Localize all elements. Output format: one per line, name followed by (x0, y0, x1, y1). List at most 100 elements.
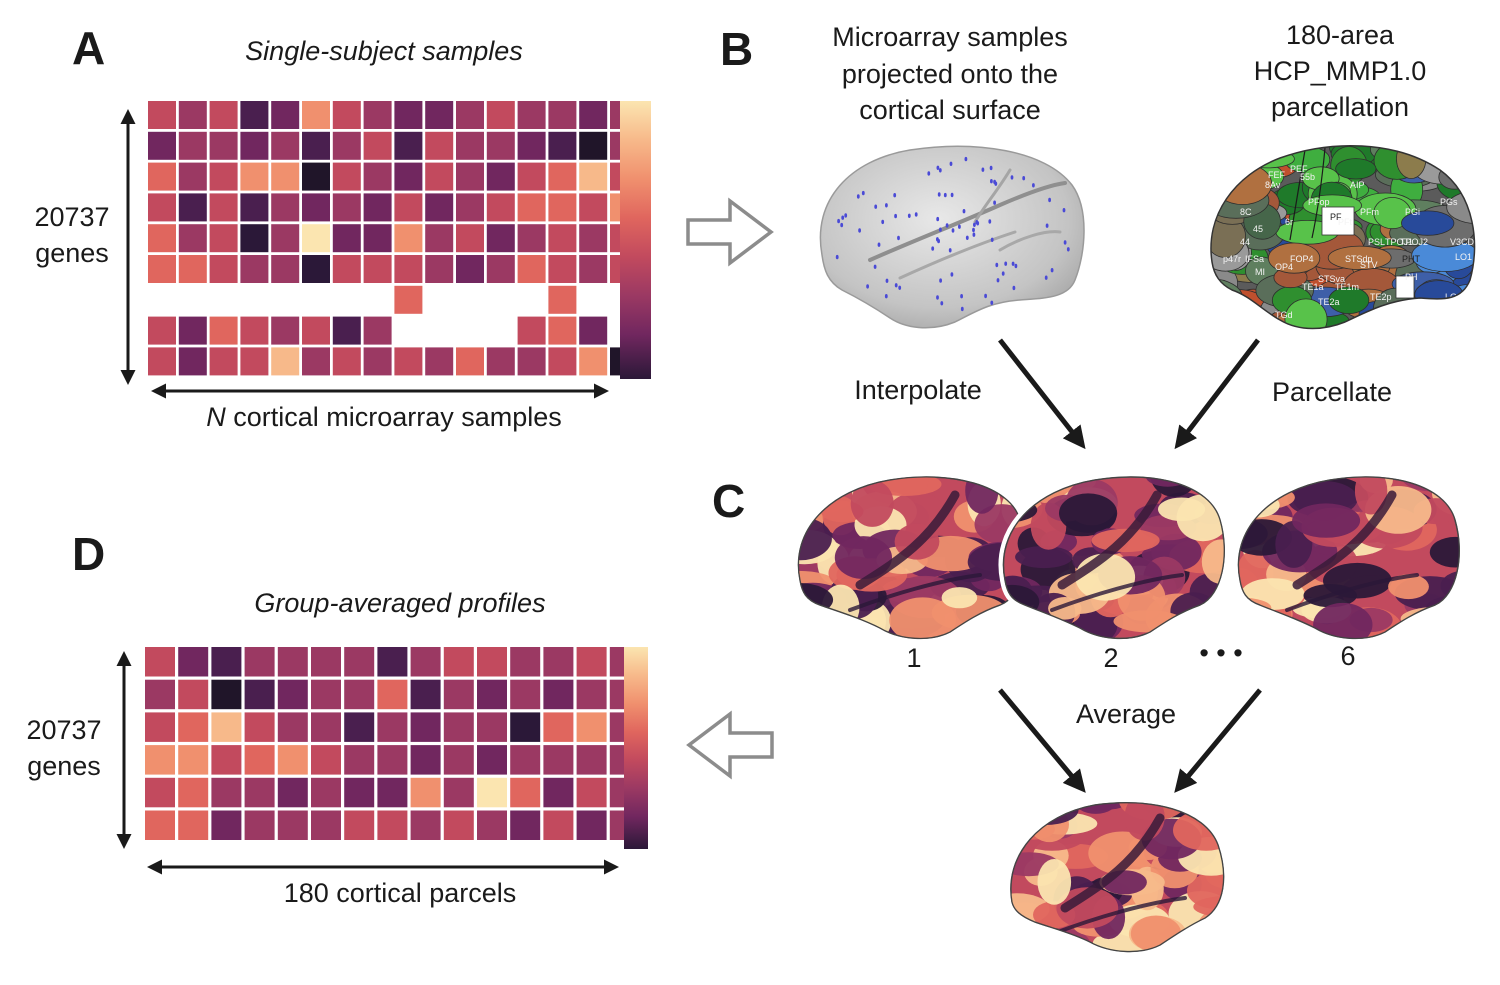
heatmap-a-cell (209, 193, 238, 222)
heatmap-a-cell (271, 162, 300, 191)
heatmap-d-cell (410, 679, 441, 710)
heatmap-d-cell (377, 647, 408, 677)
heatmap-a-cell (517, 131, 546, 160)
heatmap-a-cell (456, 101, 484, 129)
sulcus-line (1285, 573, 1419, 612)
parcel-patch (1361, 309, 1404, 329)
heatmap-a-cell (548, 162, 577, 191)
sample-dot (949, 161, 953, 166)
sample-dot (936, 295, 939, 300)
sample-dot (881, 219, 885, 225)
panel-d-ylabel-2: genes (27, 751, 101, 781)
sample-dot (993, 200, 996, 205)
heatmap-d-cell (576, 712, 607, 742)
heatmap-a-cell (579, 162, 608, 191)
sample-dot (960, 306, 964, 312)
heatmap-a-cell (394, 193, 423, 222)
parcel-name-label: 8C (1240, 207, 1252, 217)
parcel-name-label: STSva (1318, 274, 1345, 284)
heatmap-d-cell (477, 777, 507, 808)
heatmap-a-cell (548, 193, 577, 222)
heatmap-a-cell (579, 255, 608, 283)
panel-label-b: B (720, 23, 753, 75)
subject-label-2: 2 (1103, 643, 1118, 673)
colorbar-d (624, 647, 648, 849)
magma-brain (1005, 797, 1229, 957)
heatmap-a-cell (486, 131, 515, 160)
sample-dot (1022, 176, 1026, 181)
heatmap-d-cell (244, 679, 275, 710)
heatmap-a-cell (517, 162, 546, 191)
heatmap-a-cell (332, 101, 361, 129)
sample-dot (948, 248, 952, 253)
parcel-patch (1442, 303, 1475, 323)
subject-label-1: 1 (906, 643, 921, 673)
sample-dot (958, 224, 961, 229)
sample-dot (1011, 261, 1015, 266)
panel-a-xlabel-n: N (206, 402, 226, 432)
sample-dot (965, 235, 969, 240)
panel-b-left-caption-1: Microarray samples (832, 22, 1068, 52)
heatmap-d-cell (178, 745, 209, 775)
heatmap-a-cell (363, 316, 392, 345)
heatmap-d-cell (576, 679, 607, 710)
sample-dot (943, 192, 947, 198)
sample-dot (877, 242, 881, 247)
parcel-name-label: PH (1405, 272, 1418, 282)
panel-a-ylabel-2: genes (35, 238, 109, 268)
brain-outline (1237, 476, 1460, 639)
parcel-name-label: V3CD (1450, 237, 1475, 247)
parcel-patch (1335, 158, 1377, 180)
heatmap-a-cell (271, 255, 300, 283)
sample-dot (975, 220, 979, 225)
sample-dot (1044, 275, 1048, 280)
heatmap-a-cell (178, 255, 207, 283)
parcel-name-label: STSdp (1345, 254, 1373, 264)
parcel-name-label: PF (1330, 212, 1342, 222)
parcel-name-label: LO1 (1455, 252, 1472, 262)
heatmap-a-cell (548, 224, 577, 253)
heatmap-a-cell (363, 347, 392, 376)
brain-parcel (1173, 809, 1224, 851)
parcel-name-label: MI (1255, 267, 1265, 277)
parcel-name-label: PGi (1405, 207, 1420, 217)
heatmap-d-cell (145, 647, 175, 677)
heatmap-a-cell (178, 131, 207, 160)
central-sulcus-line (1311, 147, 1326, 239)
heatmap-d-cell (410, 745, 441, 775)
heatmap-d-cell (311, 745, 341, 775)
panel-b-right-caption-2: HCP_MMP1.0 (1254, 56, 1427, 86)
parcel-patch (1229, 302, 1267, 329)
brain-parcel (941, 587, 978, 609)
panel-label-c: C (712, 475, 745, 527)
parcel-patch (1210, 145, 1232, 159)
heatmap-d-cell (344, 712, 375, 742)
heatmap-d-cell (277, 679, 308, 710)
panel-b-right-caption-1: 180-area (1286, 20, 1395, 50)
sample-dot (1066, 247, 1070, 252)
heatmap-a-cell (178, 193, 207, 222)
heatmap-d-cell (443, 679, 474, 710)
heatmap-a-cell (178, 316, 207, 345)
heatmap-d-cell (410, 777, 441, 808)
sample-dot (861, 190, 865, 196)
heatmap-d-cell (311, 777, 341, 808)
heatmap-a-cell (302, 316, 330, 345)
heatmap-a-cell (517, 316, 546, 345)
heatmap-a-cell (332, 193, 361, 222)
heatmap-a-cell (579, 224, 608, 253)
heatmap-a-cell (394, 101, 423, 129)
heatmap-d-cell (277, 647, 308, 677)
brain-parcel (1037, 859, 1072, 905)
sample-dot (989, 165, 993, 171)
arrow-interpolate (998, 338, 1086, 450)
gray-brain-samples (819, 145, 1085, 329)
heatmap-a-cell (363, 193, 392, 222)
heatmap-a-cell (456, 255, 484, 283)
brain-parcel (1417, 618, 1460, 639)
heatmap-a-cell (302, 131, 330, 160)
sample-dot (951, 228, 955, 233)
heatmap-d-cell (311, 810, 341, 840)
brain-parcel (798, 476, 841, 504)
